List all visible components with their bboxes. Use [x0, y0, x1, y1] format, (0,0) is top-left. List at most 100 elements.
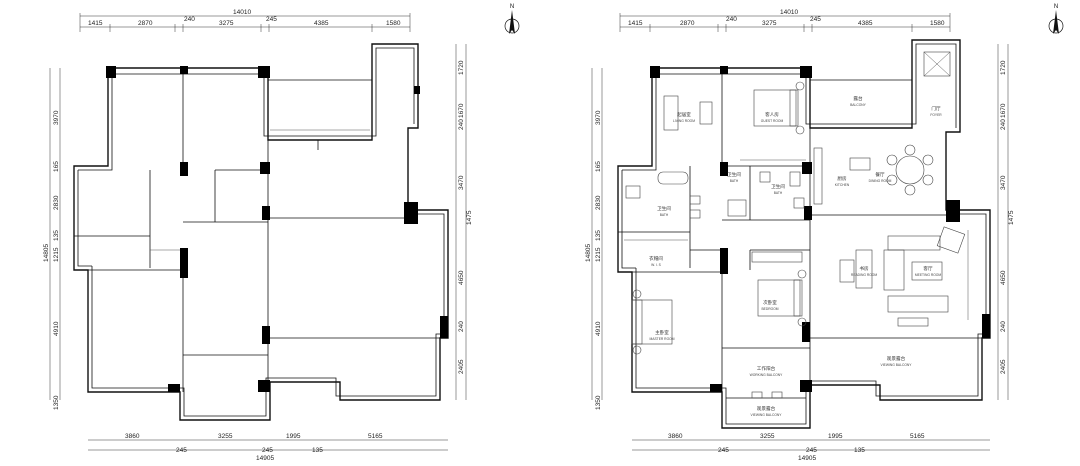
left-side-dimensions: 3970 165 2830 135 1215 4910 1350 14805 [43, 68, 61, 410]
room-bath2-cn: 卫生间 [727, 171, 741, 178]
room-kitchen-en: KITCHEN [835, 183, 850, 187]
left-bottom-dim-2: 3255 [218, 433, 233, 440]
left-right-dim-3: 240 [458, 119, 465, 130]
left-bottom-dim-1: 3860 [125, 433, 140, 440]
right-bottom-dim-2: 3255 [760, 433, 775, 440]
room-reading-cn: 书房 [859, 265, 869, 272]
right-bottom-sub-2: 245 [806, 447, 817, 454]
right-left-dim-1: 3970 [595, 110, 602, 125]
left-walls [73, 43, 449, 421]
room-working-cn: 工作阳台 [757, 365, 776, 372]
left-top-dimensions: 14010 1415 2870 240 3275 245 4385 1580 [79, 9, 411, 32]
right-top-dim-6: 4385 [858, 20, 873, 27]
left-right-dim-1: 1720 [458, 60, 465, 75]
right-right-dim-7: 240 [1000, 321, 1007, 332]
left-right-dim-4: 3470 [458, 175, 465, 190]
right-bottom-dim-3: 1995 [828, 433, 843, 440]
room-viewing1-cn: 观景露台 [757, 405, 776, 412]
left-bottom-sub-2: 245 [262, 447, 273, 454]
room-meeting-cn: 客厅 [923, 265, 933, 272]
left-top-dim-2: 2870 [138, 20, 153, 27]
right-left-dim-4: 135 [595, 230, 602, 241]
room-bath3-en: BATH [774, 191, 783, 195]
room-foyer-en: FOYER [930, 113, 942, 117]
left-top-dim-3: 240 [184, 16, 195, 23]
right-bottom-dimensions: 3860 3255 1995 5165 245 245 135 14905 [632, 433, 990, 462]
north-arrow-icon: N [1048, 4, 1064, 34]
right-left-dim-6: 4910 [595, 321, 602, 336]
right-plan: 14010 1415 2870 240 3275 245 4385 1580 3… [585, 4, 1064, 462]
right-top-dimensions: 14010 1415 2870 240 3275 245 4385 1580 [619, 9, 951, 32]
left-bottom-total: 14905 [256, 455, 274, 462]
room-balcony-en: BALCONY [850, 103, 867, 107]
left-left-dim-6: 4910 [53, 321, 60, 336]
room-wl-cn: 衣帽间 [649, 255, 663, 262]
right-top-dim-4: 3275 [762, 20, 777, 27]
left-left-dim-3: 2830 [53, 195, 60, 210]
right-right-dim-5: 1475 [1008, 210, 1015, 225]
left-bottom-dimensions: 3860 3255 1995 5165 245 245 135 14905 [88, 433, 448, 462]
room-living-cn: 起居室 [677, 111, 691, 118]
room-dining-cn: 餐厅 [875, 171, 885, 178]
right-top-dim-3: 240 [726, 16, 737, 23]
left-top-dim-6: 4385 [314, 20, 329, 27]
room-guest-cn: 客人房 [765, 111, 779, 118]
right-top-dim-5: 245 [810, 16, 821, 23]
left-right-dimensions: 1720 1670 240 3470 1475 4650 240 2405 [455, 44, 473, 400]
right-columns [650, 66, 990, 392]
north-arrow-icon: N [504, 4, 520, 34]
right-right-dim-8: 2405 [1000, 359, 1007, 374]
right-top-total: 14010 [780, 9, 798, 16]
room-viewing1-en: VIEWING BALCONY [751, 413, 783, 417]
left-left-total: 14805 [43, 244, 50, 262]
right-right-dim-6: 4650 [1000, 270, 1007, 285]
right-left-total: 14805 [585, 244, 592, 262]
left-top-total: 14010 [233, 9, 251, 16]
room-wl-en: W. I. S [651, 263, 662, 267]
right-left-dim-2: 165 [595, 161, 602, 172]
right-walls [617, 39, 991, 429]
right-top-dim-1: 1415 [628, 20, 643, 27]
right-left-dim-7: 1350 [595, 395, 602, 410]
right-left-dim-3: 2830 [595, 195, 602, 210]
right-top-dim-2: 2870 [680, 20, 695, 27]
right-right-dim-3: 240 [1000, 119, 1007, 130]
left-right-dim-8: 2405 [458, 359, 465, 374]
left-left-dim-4: 135 [53, 230, 60, 241]
right-bottom-sub-1: 245 [718, 447, 729, 454]
room-master-cn: 主卧室 [655, 329, 669, 336]
room-bath2-en: BATH [730, 179, 739, 183]
left-plan: 14010 1415 2870 240 3275 245 4385 1580 3… [43, 4, 520, 462]
right-bottom-sub-3: 135 [854, 447, 865, 454]
room-guest-en: GUEST ROOM [761, 119, 784, 123]
left-top-dim-1: 1415 [88, 20, 103, 27]
room-bedroom-en: BEDROOM [761, 307, 778, 311]
left-left-dim-1: 3970 [53, 110, 60, 125]
room-living-en: LIVING ROOM [673, 119, 695, 123]
left-bottom-dim-4: 5165 [368, 433, 383, 440]
room-dining-en: DINING ROOM [869, 179, 892, 183]
right-furniture [624, 51, 969, 399]
right-right-dim-4: 3470 [1000, 175, 1007, 190]
left-bottom-sub-3: 135 [312, 447, 323, 454]
right-bottom-dim-1: 3860 [668, 433, 683, 440]
room-bath1-en: BATH [660, 213, 669, 217]
left-right-dim-7: 240 [458, 321, 465, 332]
left-left-dim-5: 1215 [53, 247, 60, 262]
left-left-dim-2: 165 [53, 161, 60, 172]
room-foyer-cn: 门厅 [931, 105, 941, 112]
right-left-dim-5: 1215 [595, 247, 602, 262]
left-right-dim-6: 4650 [458, 270, 465, 285]
left-right-dim-2: 1670 [458, 103, 465, 118]
room-master-en: MASTER ROOM [650, 337, 675, 341]
left-left-dim-7: 1350 [53, 395, 60, 410]
left-top-dim-7: 1580 [386, 20, 401, 27]
left-bottom-dim-3: 1995 [286, 433, 301, 440]
room-bath3-cn: 卫生间 [771, 183, 785, 190]
right-bottom-dim-4: 5165 [910, 433, 925, 440]
right-room-labels: 起居室 LIVING ROOM 客人房 GUEST ROOM 露台 BALCON… [649, 95, 942, 417]
room-reading-en: READING ROOM [851, 273, 877, 277]
right-right-dim-1: 1720 [1000, 60, 1007, 75]
left-right-dim-5: 1475 [466, 210, 473, 225]
